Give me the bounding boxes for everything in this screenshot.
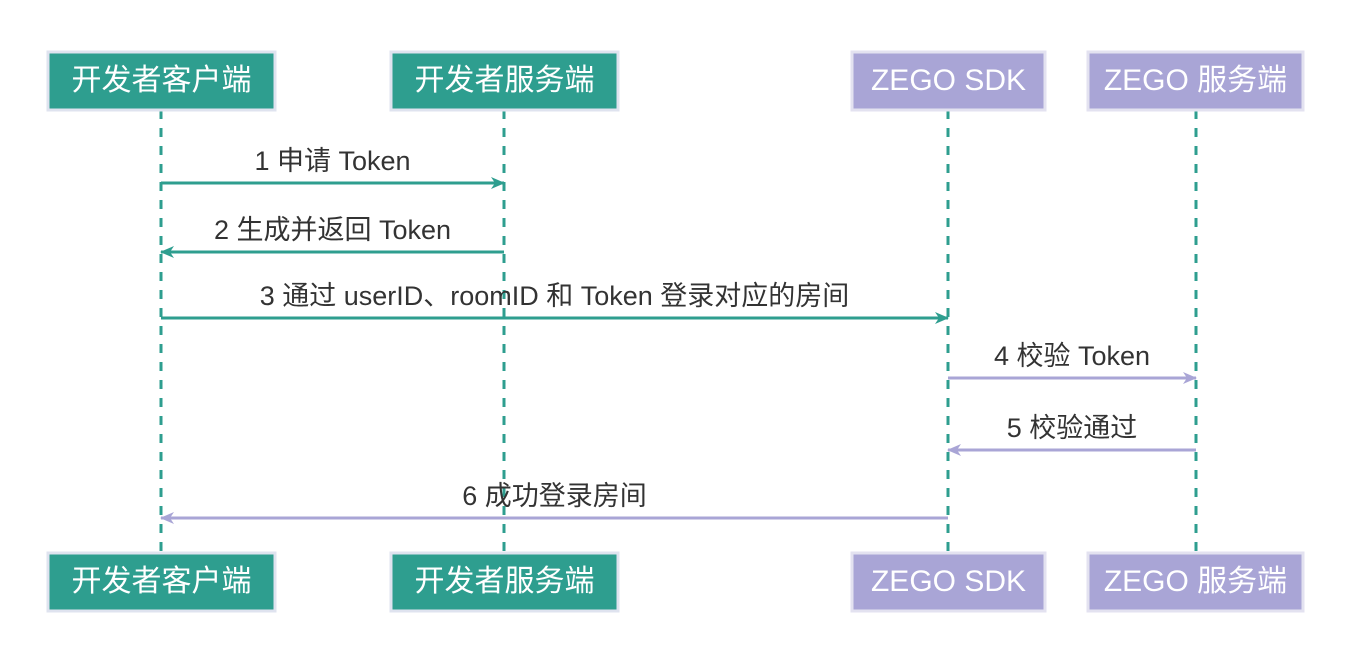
message-label-3: 3 通过 userID、roomID 和 Token 登录对应的房间 <box>260 281 850 311</box>
message-6: 6 成功登录房间 <box>160 481 948 524</box>
participant-boxes-bottom: 开发者客户端 开发者服务端 ZEGO SDK ZEGO 服务端 <box>46 551 1305 613</box>
message-5: 5 校验通过 <box>947 413 1196 456</box>
participant-box-zego-server-bottom <box>1086 551 1305 613</box>
participant-label-zego-server-bottom: ZEGO 服务端 <box>1104 565 1287 598</box>
message-label-1: 1 申请 Token <box>254 146 410 176</box>
participant-box-dev-client-top <box>46 50 277 112</box>
participant-dev-client-bottom[interactable]: 开发者客户端 <box>46 551 277 613</box>
participant-label-zego-sdk-bottom: ZEGO SDK <box>871 565 1026 598</box>
participant-box-dev-server-bottom <box>389 551 620 613</box>
participant-label-zego-sdk-top: ZEGO SDK <box>871 64 1026 97</box>
message-label-5: 5 校验通过 <box>1007 413 1138 443</box>
participant-label-dev-client-top: 开发者客户端 <box>72 64 252 97</box>
participant-boxes-top: 开发者客户端 开发者服务端 ZEGO SDK ZEGO 服务端 <box>46 50 1305 112</box>
participant-zego-server-top[interactable]: ZEGO 服务端 <box>1086 50 1305 112</box>
message-3: 3 通过 userID、roomID 和 Token 登录对应的房间 <box>161 281 949 324</box>
participant-zego-sdk-top[interactable]: ZEGO SDK <box>850 50 1047 112</box>
message-2: 2 生成并返回 Token <box>160 215 504 258</box>
participant-label-dev-server-bottom: 开发者服务端 <box>415 565 595 598</box>
participant-label-zego-server-top: ZEGO 服务端 <box>1104 64 1287 97</box>
message-4: 4 校验 Token <box>948 341 1197 384</box>
message-label-2: 2 生成并返回 Token <box>214 215 451 245</box>
message-label-4: 4 校验 Token <box>994 341 1150 371</box>
messages-group: 1 申请 Token 2 生成并返回 Token 3 通过 userID、roomI… <box>160 146 1197 524</box>
participant-box-zego-sdk-top <box>850 50 1047 112</box>
participant-label-dev-server-top: 开发者服务端 <box>415 64 595 97</box>
participant-label-dev-client-bottom: 开发者客户端 <box>72 565 252 598</box>
participant-zego-server-bottom[interactable]: ZEGO 服务端 <box>1086 551 1305 613</box>
message-1: 1 申请 Token <box>161 146 505 189</box>
lifelines-group <box>159 110 1198 553</box>
participant-dev-server-bottom[interactable]: 开发者服务端 <box>389 551 620 613</box>
participant-box-zego-sdk-bottom <box>850 551 1047 613</box>
participant-dev-client-top[interactable]: 开发者客户端 <box>46 50 277 112</box>
participant-zego-sdk-bottom[interactable]: ZEGO SDK <box>850 551 1047 613</box>
participant-box-dev-server-top <box>389 50 620 112</box>
participant-dev-server-top[interactable]: 开发者服务端 <box>389 50 620 112</box>
message-label-6: 6 成功登录房间 <box>462 481 647 511</box>
participant-box-dev-client-bottom <box>46 551 277 613</box>
participant-box-zego-server-top <box>1086 50 1305 112</box>
